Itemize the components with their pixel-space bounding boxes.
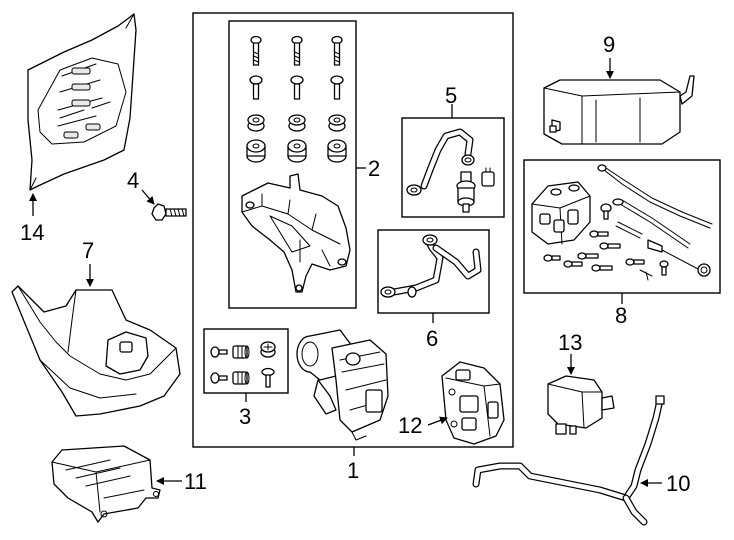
callout-12-arrow [427,416,448,426]
callout-4: 4 [127,168,139,193]
pressure-valve [456,171,476,213]
callout-14: 14 [20,220,44,245]
hose-assembly-5 [401,117,505,218]
bolt-4 [151,203,187,221]
fastener-bag-14 [27,13,137,191]
bolt-row-long [250,35,343,66]
callout-13: 13 [558,330,582,355]
component-kit-2 [228,20,357,309]
callout-2: 2 [368,156,380,181]
control-module-11 [51,445,161,523]
assembly-1-frame [192,12,514,448]
bolt-row-short [249,75,344,100]
mounting-bracket [241,173,351,293]
callout-5: 5 [445,83,457,108]
callout-10: 10 [666,471,690,496]
connector-plug [481,167,495,187]
callout-4-arrow [141,189,155,205]
air-line-10 [472,395,665,526]
air-reservoir-9 [543,75,695,145]
shield-cover-7 [11,285,181,417]
bushing-row-upper [247,114,346,132]
bag-contents [59,67,111,139]
callout-7: 7 [82,238,94,263]
valve-block-12 [441,361,505,445]
fastener-kit-3 [203,328,289,394]
callout-9: 9 [603,32,615,57]
kit-2-frame [228,20,357,309]
callout-1: 1 [347,458,359,483]
hose-assembly-6 [377,229,490,314]
bushing-row-lower [246,139,347,163]
manifold-block [531,181,591,245]
sensor-13 [547,375,615,435]
callout-12: 12 [398,413,422,438]
callout-6: 6 [426,326,438,351]
callout-3: 3 [239,404,251,429]
small-fittings [543,203,669,281]
air-compressor [296,329,389,441]
kit-5-frame [401,117,505,218]
callout-11: 11 [184,469,207,494]
fitting-kit-8 [523,159,721,294]
callout-8: 8 [615,303,627,328]
